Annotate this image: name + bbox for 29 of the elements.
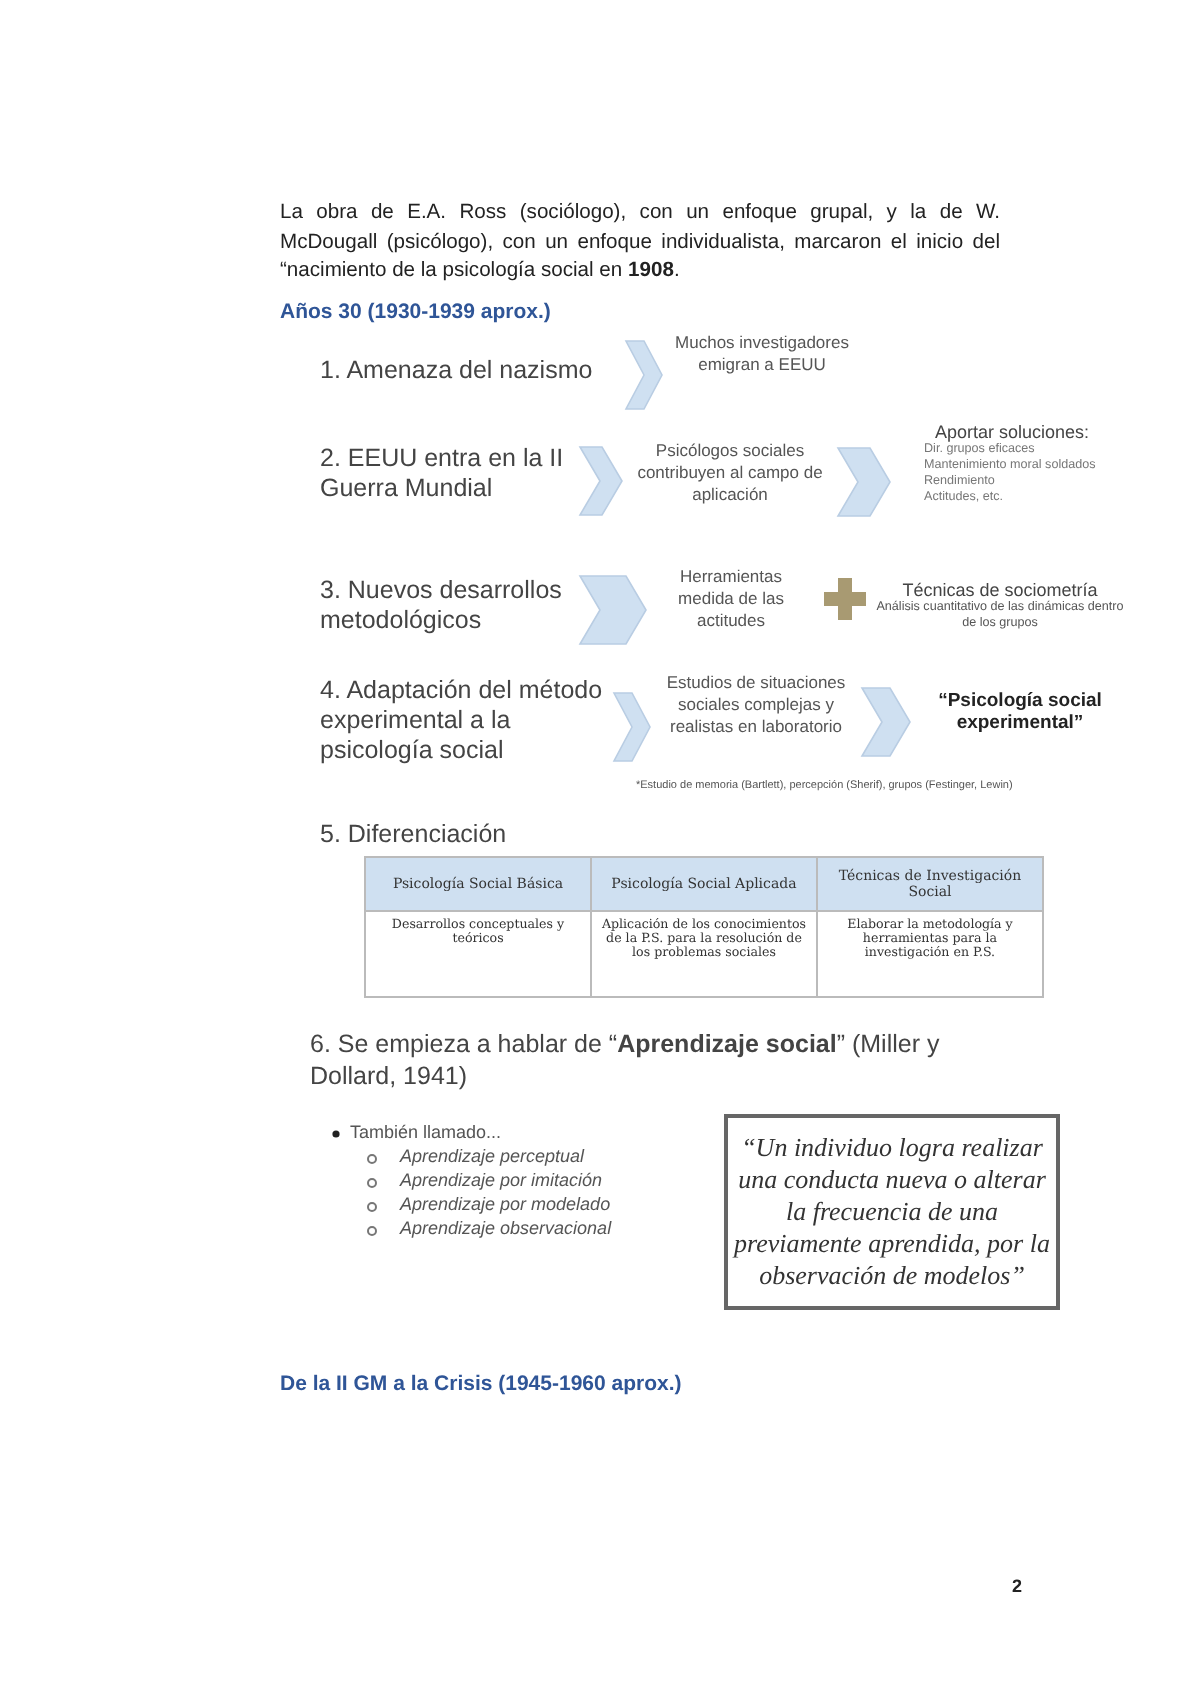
chevron-arrow (612, 692, 651, 762)
chevron-arrow (860, 687, 911, 757)
section-heading: De la II GM a la Crisis (1945-1960 aprox.) (280, 1372, 684, 1396)
bullet-item: También llamado... (350, 1122, 504, 1142)
sub-bullet-item: Aprendizaje por imitación (400, 1170, 605, 1190)
chevron-arrow (624, 340, 663, 410)
sub-bullet-item: Aprendizaje perceptual (400, 1146, 587, 1166)
step-result: Psicólogos sociales contribuyen al campo de aplicación (632, 440, 828, 506)
result-title: “Psicología social experimental” (920, 690, 1120, 734)
list-heading: Aportar soluciones: (932, 422, 1092, 442)
step-result: Muchos investigadores emigran a EEUU (672, 332, 852, 376)
chevron-arrow (578, 446, 623, 516)
step-title: 5. Diferenciación (320, 820, 509, 848)
step-title: 3. Nuevos desarrollos metodológicos (320, 576, 570, 636)
paragraph: La obra de E.A. Ross (sociólogo), con un enfoque grupal, y la de W. McDougall (psicólogo), con un enfoque individualista, marcaron el inicio del “nacimiento de la psicología social en 1908. (280, 200, 1000, 286)
step-title: 1. Amenaza del nazismo (320, 356, 616, 386)
step-result: Herramientas medida de las actitudes (656, 566, 806, 632)
chevron-arrow (836, 447, 891, 517)
step-title: 4. Adaptación del método experimental a la psicología social (320, 676, 604, 766)
quote-box: “Un individuo logra realizar una conducta nueva o alterar la frecuencia de una previamente aprendida, por la observación de modelos” (724, 1114, 1060, 1310)
chevron-arrow (578, 575, 647, 645)
page-number: 2 (1012, 1576, 1025, 1596)
section-heading: Años 30 (1930-1939 aprox.) (280, 300, 553, 324)
sub-bullet-item: Aprendizaje observacional (400, 1218, 614, 1238)
item-title: Técnicas de sociometría (900, 580, 1100, 600)
sub-bullet-item: Aprendizaje por modelado (400, 1194, 613, 1214)
step-result: Estudios de situaciones sociales complejas y realistas en laboratorio (660, 672, 852, 738)
step-title: 6. Se empieza a hablar de “Aprendizaje social” (Miller y Dollard, 1941) (310, 1028, 942, 1092)
step-title: 2. EEUU entra en la II Guerra Mundial (320, 444, 570, 504)
